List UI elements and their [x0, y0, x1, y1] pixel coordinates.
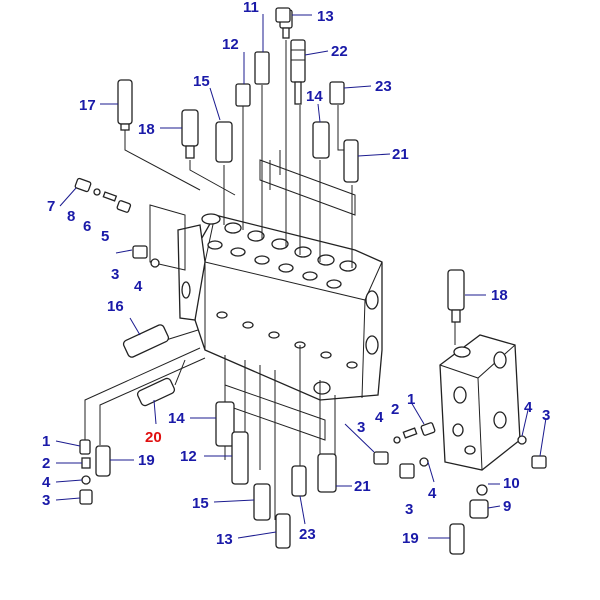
part-18-valve-top [181, 109, 199, 159]
callout-13-top: 13 [317, 8, 334, 25]
part-3-4-2-1-mid [373, 422, 436, 465]
callout-20: 20 [145, 429, 162, 446]
callout-4-mid: 4 [375, 409, 384, 426]
callout-labels: 11 13 12 22 15 23 17 14 18 21 7 8 6 5 3 … [42, 0, 550, 548]
part-12-bottom [231, 431, 249, 485]
callout-3-upper: 3 [111, 266, 119, 283]
part-3-4-upper [132, 245, 160, 268]
callout-18-top: 18 [138, 121, 155, 138]
part-22-relief-valve [290, 39, 306, 105]
part-14-bottom [215, 401, 235, 447]
aux-valve-body [439, 334, 521, 471]
callout-18-right: 18 [491, 287, 508, 304]
callout-2-mid: 2 [391, 401, 399, 418]
part-16-valve [122, 324, 170, 358]
callout-1-mid: 1 [407, 391, 415, 408]
callout-9: 9 [503, 498, 511, 515]
callout-12-bottom: 12 [180, 448, 197, 465]
callout-21-bottom: 21 [354, 478, 371, 495]
callout-3-far-right: 3 [542, 407, 550, 424]
part-21-valve-top [343, 139, 359, 183]
part-23-bottom [291, 465, 307, 497]
callout-3-left: 3 [42, 492, 50, 509]
main-valve-body [177, 213, 383, 401]
part-19-left [95, 445, 111, 477]
callout-11: 11 [243, 0, 259, 16]
part-1-2-4-3-left [79, 439, 93, 505]
callout-16: 16 [107, 298, 124, 315]
callout-19-left: 19 [138, 452, 155, 469]
callout-23-bottom: 23 [299, 526, 316, 543]
callout-3-mid: 3 [357, 419, 365, 436]
callout-4-upper: 4 [134, 278, 143, 295]
part-3-4-right [399, 457, 429, 479]
callout-4-right: 4 [428, 485, 437, 502]
part-12-valve-top [254, 51, 270, 85]
part-15-valve-top [215, 83, 251, 163]
callout-21-top: 21 [392, 146, 409, 163]
callout-6: 6 [83, 218, 91, 235]
callout-14-bottom: 14 [168, 410, 185, 427]
part-15-bottom [253, 483, 271, 521]
part-23-plug-top [329, 81, 345, 105]
part-18-right [447, 269, 465, 323]
callout-7: 7 [47, 198, 55, 215]
part-13-bottom [275, 513, 291, 549]
part-7-8-6-5-group [74, 177, 132, 213]
leader-lines [55, 14, 547, 539]
part-10-9-19-right [449, 484, 489, 555]
callout-3-right: 3 [405, 501, 413, 518]
part-17-valve [117, 79, 133, 131]
callout-17: 17 [79, 97, 96, 114]
part-20-sensor [136, 377, 176, 407]
callout-8: 8 [67, 208, 75, 225]
part-21-bottom [317, 453, 337, 493]
callout-2-left: 2 [42, 455, 50, 472]
callout-13-bottom: 13 [216, 531, 233, 548]
part-13-plug-top [275, 7, 291, 23]
callout-15-top: 15 [193, 73, 210, 90]
callout-19-right: 19 [402, 530, 419, 547]
callout-15-bottom: 15 [192, 495, 209, 512]
callout-22: 22 [331, 43, 348, 60]
callout-5: 5 [101, 228, 109, 245]
callout-4-far-right: 4 [524, 399, 533, 416]
callout-10: 10 [503, 475, 520, 492]
callout-1-left: 1 [42, 433, 50, 450]
callout-14-top: 14 [306, 88, 323, 105]
callout-12-top: 12 [222, 36, 239, 53]
part-14-valve-top [312, 121, 330, 159]
callout-4-left: 4 [42, 474, 51, 491]
part-4-3-far-right [517, 435, 547, 469]
callout-23-top: 23 [375, 78, 392, 95]
